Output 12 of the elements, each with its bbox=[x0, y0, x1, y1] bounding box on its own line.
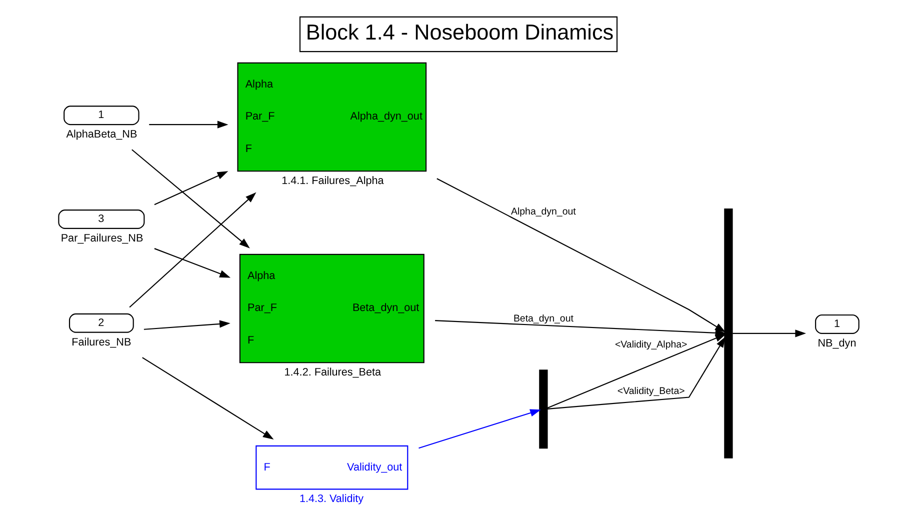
node-label: AlphaBeta_NB bbox=[66, 128, 137, 141]
node-label: Par_Failures_NB bbox=[60, 232, 143, 244]
node-label: 1.4.2. Failures_Beta bbox=[284, 366, 381, 379]
edge-label: <Validity_Beta> bbox=[616, 386, 684, 398]
node-label: 1.4.1. Failures_Alpha bbox=[281, 175, 384, 188]
node-label: 1.4.3. Validity bbox=[298, 493, 364, 506]
edge-label: Alpha_dyn_out bbox=[510, 206, 576, 218]
edge-label: <Validity_Alpha> bbox=[614, 340, 687, 351]
diagram-title: Block 1.4 - Noseboom Dinamics bbox=[305, 20, 614, 45]
node-label: NB_dyn bbox=[817, 337, 856, 350]
edge-label: Beta_dyn_out bbox=[512, 314, 573, 325]
node-label: Failures_NB bbox=[71, 336, 131, 348]
